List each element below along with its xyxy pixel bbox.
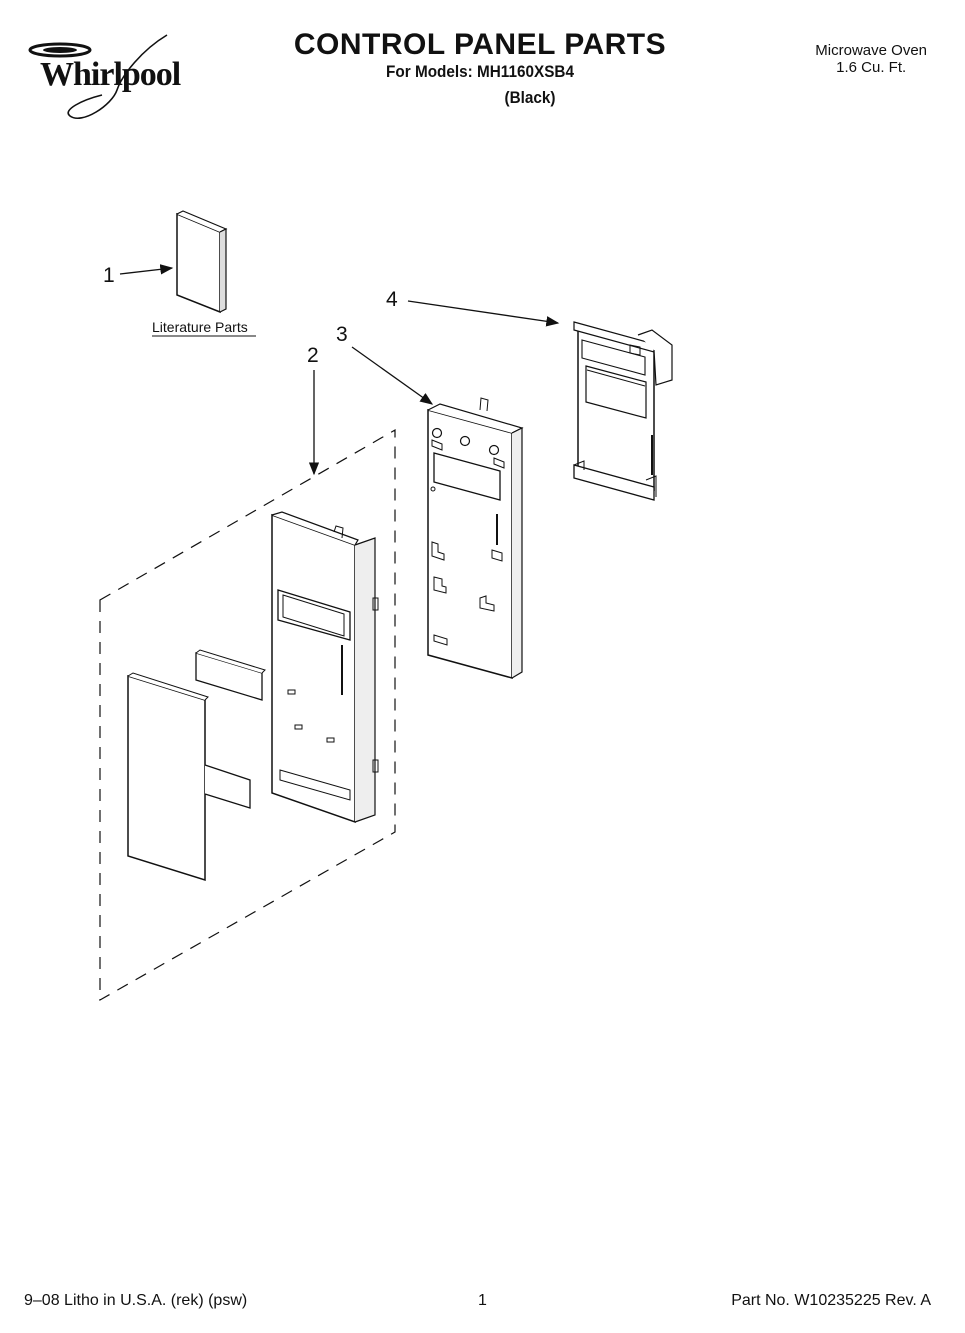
logo-swirl-icon (28, 34, 168, 119)
callout-4-leader (407, 300, 560, 327)
part-2-control-panel-assembly: 2 (99, 344, 396, 1002)
label-strip (204, 764, 251, 809)
membrane-keypad (127, 674, 206, 882)
callout-3-leader (351, 346, 434, 405)
assembly-dashed-outline (99, 428, 396, 1002)
product-description: Microwave Oven 1.6 Cu. Ft. (815, 42, 927, 76)
callout-4: 4 (386, 288, 398, 311)
product-type: Microwave Oven (815, 42, 927, 59)
callout-1: 1 (103, 264, 115, 287)
part-number: Part No. W10235225 Rev. A (731, 1292, 931, 1309)
callout-2: 2 (307, 344, 319, 367)
page-number: 1 (478, 1292, 487, 1309)
literature-parts-label: Literature Parts (152, 319, 248, 335)
brand-name: Whirlpool (40, 56, 181, 93)
model-line: For Models: MH1160XSB4 (386, 62, 574, 81)
callout-1-leader (119, 264, 174, 275)
page-title: CONTROL PANEL PARTS (293, 28, 667, 61)
part-3-control-panel-bracket: 3 (336, 323, 524, 679)
color-line: (Black) (504, 88, 556, 107)
whirlpool-logo: Whirlpool (22, 30, 197, 125)
litho-note: 9–08 Litho in U.S.A. (rek) (psw) (24, 1292, 248, 1309)
part-1-literature: 1 Literature Parts (103, 210, 256, 337)
callout-3: 3 (336, 323, 348, 346)
product-capacity: 1.6 Cu. Ft. (836, 59, 907, 76)
part-4-control-board: 4 (386, 288, 673, 501)
control-panel-frame (271, 511, 379, 824)
